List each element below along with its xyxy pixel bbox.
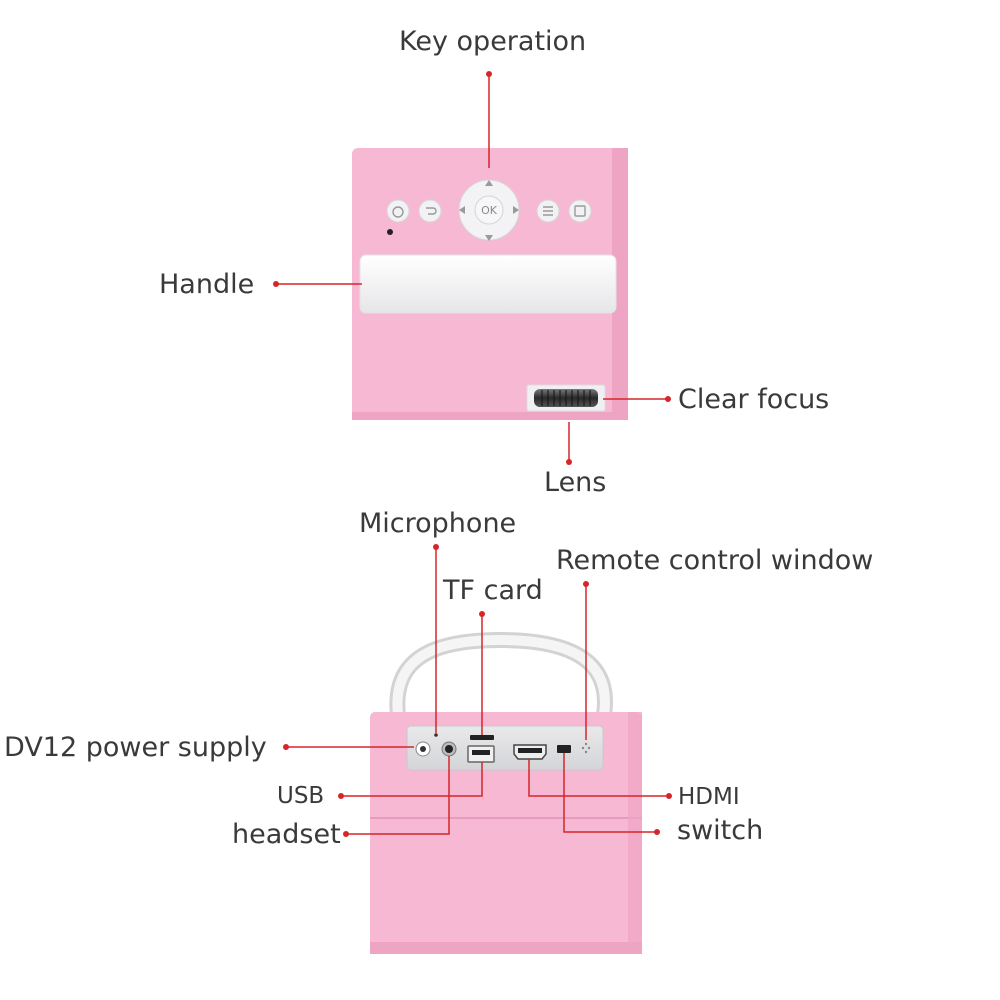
top-callouts <box>276 74 668 462</box>
label-headset: headset <box>232 819 341 850</box>
label-remote-control-window: Remote control window <box>556 545 874 576</box>
usb-leader <box>341 762 483 797</box>
source-icon <box>574 205 586 217</box>
top-body-shade <box>612 148 628 420</box>
rear-body-base <box>370 942 642 954</box>
menu-button[interactable] <box>536 199 560 223</box>
headset-leader <box>346 756 450 835</box>
power-icon <box>392 206 404 218</box>
up-arrow-icon <box>485 180 493 186</box>
tf-card-slot[interactable] <box>470 735 494 740</box>
label-handle: Handle <box>159 269 255 300</box>
label-switch: switch <box>677 815 764 846</box>
headset-jack[interactable] <box>441 741 457 757</box>
dc-power-jack[interactable] <box>415 741 431 757</box>
top-body-front-edge <box>352 412 628 420</box>
label-lens: Lens <box>544 467 607 498</box>
down-arrow-icon <box>485 235 493 241</box>
focus-wheel-ridges <box>541 390 591 406</box>
label-key-operation: Key operation <box>399 26 587 57</box>
label-usb: USB <box>277 783 325 809</box>
indicator-light <box>387 229 393 235</box>
rear-body <box>370 712 642 954</box>
hdmi-leader <box>528 759 669 797</box>
remote-window <box>581 742 591 754</box>
return-icon <box>426 207 437 215</box>
power-button[interactable] <box>386 199 410 223</box>
ok-key-label: OK <box>481 204 498 217</box>
rear-view-projector <box>370 631 642 954</box>
label-clear-focus: Clear focus <box>678 384 830 415</box>
io-panel <box>406 725 604 771</box>
switch-leader <box>563 753 657 833</box>
rear-body-side-shade <box>628 712 642 954</box>
top-callout-dots <box>273 71 671 465</box>
hdmi-port[interactable] <box>513 744 547 760</box>
label-hdmi: HDMI <box>678 784 740 810</box>
microphone-hole <box>434 733 438 737</box>
direction-pad[interactable]: OK <box>458 179 520 241</box>
left-arrow-icon <box>459 206 465 214</box>
label-dv12-power-supply: DV12 power supply <box>4 732 267 763</box>
rear-callout-dots <box>283 544 672 837</box>
menu-icon <box>543 206 553 216</box>
right-arrow-icon <box>513 206 519 214</box>
label-microphone: Microphone <box>359 508 517 539</box>
back-button[interactable] <box>418 199 442 223</box>
rear-callouts <box>286 547 669 835</box>
usb-port[interactable] <box>467 745 495 763</box>
source-button[interactable] <box>568 199 592 223</box>
power-switch[interactable] <box>557 745 571 753</box>
label-tf-card: TF card <box>443 575 543 606</box>
top-view-projector: OK <box>352 148 628 420</box>
handle-band[interactable] <box>359 254 617 314</box>
